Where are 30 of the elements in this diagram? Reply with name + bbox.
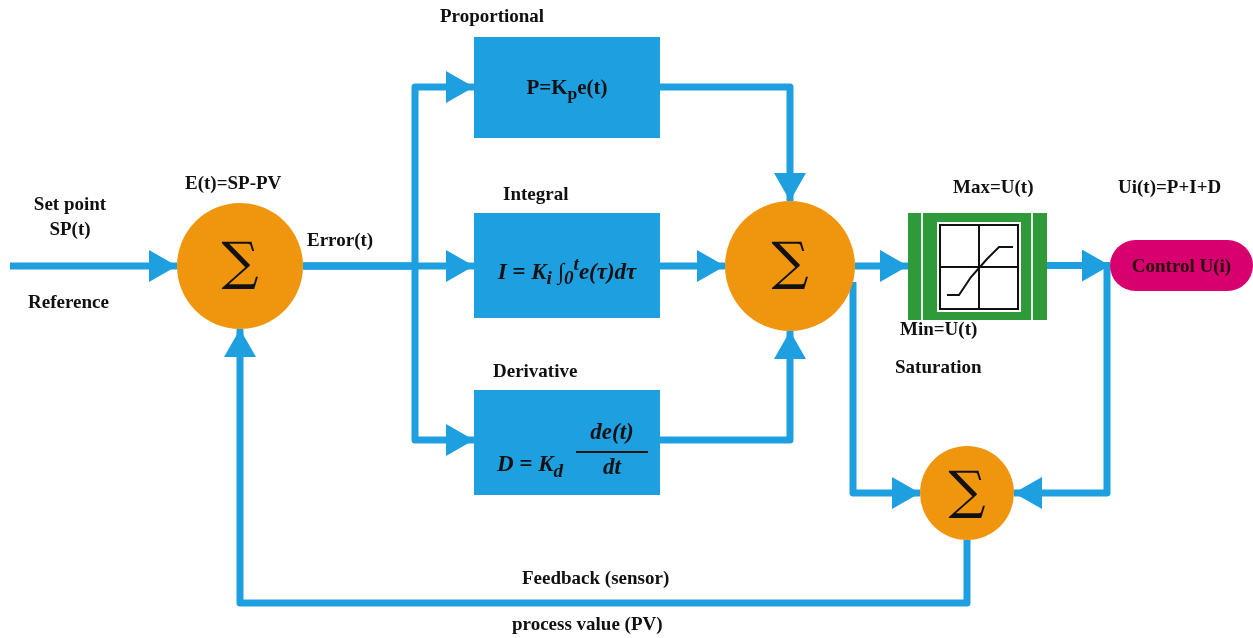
arrow (849, 282, 920, 509)
input-label: Set point SP(t) (32, 192, 108, 241)
node-heading: Integral (503, 183, 570, 205)
output-label: Control U(i) (1130, 254, 1233, 277)
signal-label: Feedback (sensor) (522, 566, 670, 590)
output-equation: Ui(t)=P+I+D (1118, 176, 1222, 198)
sum-symbol: ∑ (947, 461, 987, 521)
arrow (1047, 249, 1110, 282)
node-heading: Max=U(t) (953, 176, 1034, 198)
arrow (660, 83, 806, 201)
node-heading: Proportional (440, 5, 546, 27)
formula: I = K$_{i}$ ∫$_{0}$$^{t}$e(τ)dτ (496, 252, 638, 289)
formula-denominator: dt (576, 451, 648, 481)
arrow (224, 329, 971, 607)
input-label: Reference (28, 290, 109, 314)
node-heading: E(t)=SP-PV (185, 172, 283, 194)
arrow (660, 250, 725, 282)
signal-label: process value (PV) (512, 612, 663, 636)
formula-numerator: de(t) (589, 419, 635, 446)
formula: D = K$_{d}$ (497, 451, 564, 482)
arrow (855, 250, 908, 282)
node-caption: Saturation (895, 356, 982, 378)
formula: P=K$_{p}$e(t) (525, 74, 609, 103)
arrow (303, 262, 474, 456)
sum-symbol: ∑ (220, 232, 260, 292)
signal-label: Error(t) (307, 228, 374, 252)
sum-symbol: ∑ (770, 232, 810, 292)
node-heading: Derivative (493, 360, 579, 382)
arrow (660, 331, 806, 444)
node-heading: Min=U(t) (900, 318, 978, 340)
